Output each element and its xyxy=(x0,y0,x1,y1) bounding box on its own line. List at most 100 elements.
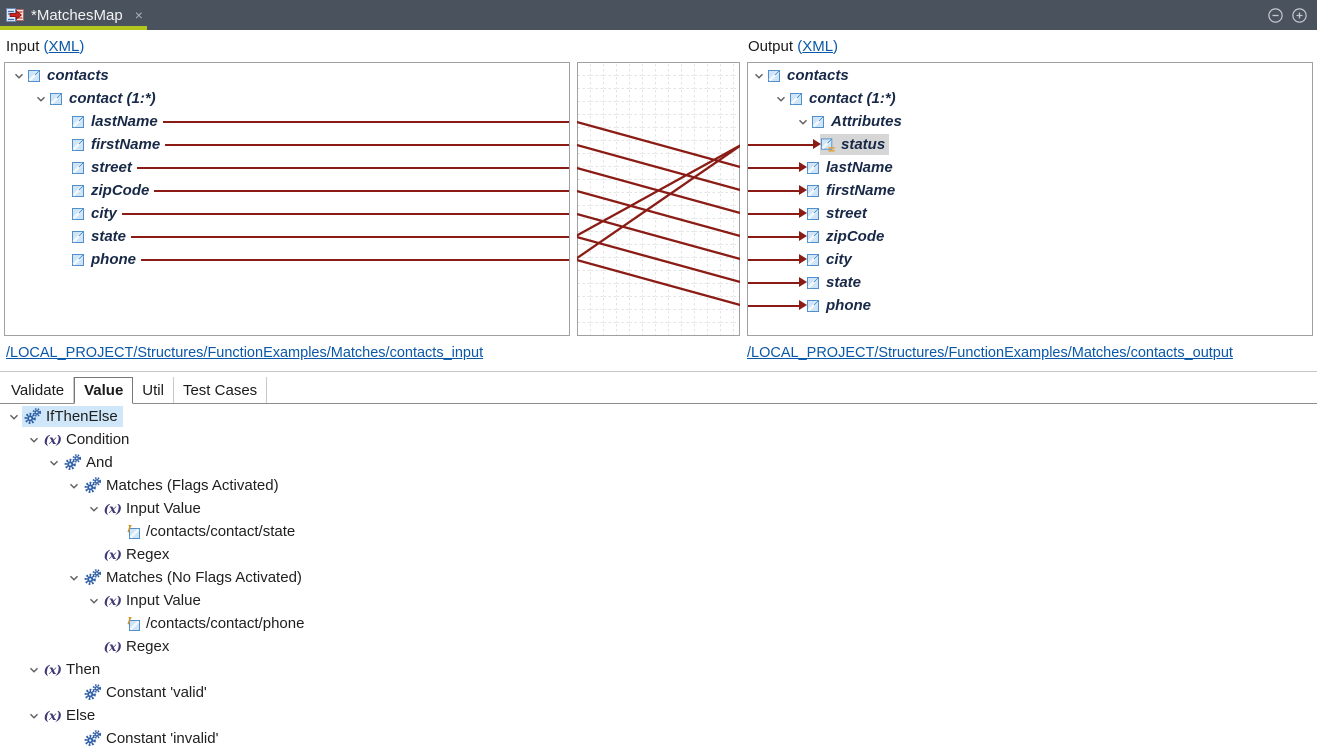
chevron-down-icon[interactable] xyxy=(6,411,22,423)
function-tree-row[interactable]: /contacts/contact/state xyxy=(0,520,1317,543)
tree-row[interactable]: lastName xyxy=(748,156,1312,179)
function-tree-row[interactable]: Matches (Flags Activated) xyxy=(0,474,1317,497)
indent-spacer xyxy=(5,121,71,122)
tree-row[interactable]: street xyxy=(5,156,569,179)
tree-row[interactable]: phone xyxy=(5,248,569,271)
chevron-down-icon[interactable] xyxy=(26,434,42,446)
function-tree-row[interactable]: (x)Then xyxy=(0,658,1317,681)
mapping-arrow[interactable] xyxy=(748,294,807,317)
mapping-line[interactable] xyxy=(136,166,569,169)
mapping-line[interactable] xyxy=(577,144,740,237)
mapping-line[interactable] xyxy=(141,258,569,261)
mapping-line[interactable] xyxy=(577,235,740,284)
input-xml-link[interactable]: (XML) xyxy=(43,38,85,55)
tree-row[interactable]: city xyxy=(748,248,1312,271)
chevron-down-icon[interactable] xyxy=(46,457,62,469)
function-tree-row[interactable]: (x)Condition xyxy=(0,428,1317,451)
tree-row[interactable]: firstName xyxy=(5,133,569,156)
tree-row[interactable]: state xyxy=(5,225,569,248)
tree-row[interactable]: zipCode xyxy=(5,179,569,202)
function-tree-row[interactable]: /contacts/contact/phone xyxy=(0,612,1317,635)
mapping-line[interactable] xyxy=(577,258,740,307)
selected-node[interactable]: status xyxy=(820,134,890,155)
function-tree-row[interactable]: (x)Regex xyxy=(0,635,1317,658)
mapping-arrow[interactable] xyxy=(748,156,807,179)
mapping-line[interactable] xyxy=(162,120,569,123)
tab-validate[interactable]: Validate xyxy=(2,377,75,403)
tab-label: Util xyxy=(142,381,164,399)
mapping-line xyxy=(748,166,800,169)
function-tree-row[interactable]: (x)Input Value xyxy=(0,497,1317,520)
mapping-line[interactable] xyxy=(154,189,569,192)
element-icon xyxy=(789,92,804,106)
element-icon xyxy=(806,184,821,198)
tree-row[interactable]: contacts xyxy=(748,64,1312,87)
mapping-arrow[interactable] xyxy=(748,271,807,294)
chevron-down-icon[interactable] xyxy=(66,572,82,584)
indent-spacer xyxy=(0,577,66,578)
zoom-in-button[interactable] xyxy=(1292,7,1307,23)
chevron-down-icon[interactable] xyxy=(86,595,102,607)
tree-row[interactable]: state xyxy=(748,271,1312,294)
function-tree-row[interactable]: (x)Input Value xyxy=(0,589,1317,612)
function-tree-row[interactable]: And xyxy=(0,451,1317,474)
function-tree-row[interactable]: Matches (No Flags Activated) xyxy=(0,566,1317,589)
tree-row[interactable]: street xyxy=(748,202,1312,225)
chevron-down-icon[interactable] xyxy=(86,503,102,515)
indent-spacer xyxy=(0,554,102,555)
tree-row[interactable]: contact (1:*) xyxy=(748,87,1312,110)
function-tree-row[interactable]: IfThenElse xyxy=(0,405,1317,428)
input-structure-link[interactable]: /LOCAL_PROJECT/Structures/FunctionExampl… xyxy=(6,345,484,361)
mapping-line[interactable] xyxy=(577,189,740,238)
chevron-down-icon[interactable] xyxy=(795,116,811,128)
node-label: Else xyxy=(66,707,96,724)
node-label: zipCode xyxy=(91,182,150,199)
mapping-line[interactable] xyxy=(577,143,740,192)
close-icon[interactable]: × xyxy=(134,7,143,23)
chevron-down-icon[interactable] xyxy=(26,710,42,722)
output-xml-link[interactable]: (XML) xyxy=(797,38,839,55)
tree-row[interactable]: city xyxy=(5,202,569,225)
mapping-line[interactable] xyxy=(577,144,740,260)
mapping-line[interactable] xyxy=(121,212,569,215)
mapping-arrow[interactable] xyxy=(748,179,807,202)
tab-util[interactable]: Util xyxy=(133,377,174,403)
chevron-down-icon[interactable] xyxy=(751,70,767,82)
function-tree-row[interactable]: (x)Regex xyxy=(0,543,1317,566)
tab-value[interactable]: Value xyxy=(74,377,134,404)
tree-row[interactable]: contacts xyxy=(5,64,569,87)
mapping-arrow[interactable] xyxy=(748,225,807,248)
node-label: Matches (Flags Activated) xyxy=(106,477,279,494)
function-tree-row[interactable]: Constant 'valid' xyxy=(0,681,1317,704)
chevron-down-icon[interactable] xyxy=(33,93,49,105)
output-structure-link[interactable]: /LOCAL_PROJECT/Structures/FunctionExampl… xyxy=(747,345,1233,361)
input-xml-link-text[interactable]: XML xyxy=(48,38,80,55)
chevron-down-icon[interactable] xyxy=(11,70,27,82)
tab-test-cases[interactable]: Test Cases xyxy=(174,377,268,403)
tree-row[interactable]: Attributes xyxy=(748,110,1312,133)
output-xml-link-text[interactable]: XML xyxy=(802,38,834,55)
tree-row[interactable]: phone xyxy=(748,294,1312,317)
function-tree-row[interactable]: Constant 'invalid' xyxy=(0,727,1317,750)
mapping-arrow[interactable] xyxy=(748,202,807,225)
chevron-down-icon[interactable] xyxy=(26,664,42,676)
tree-row[interactable]: contact (1:*) xyxy=(5,87,569,110)
zoom-out-button[interactable] xyxy=(1268,7,1283,23)
tree-row[interactable]: lastName xyxy=(5,110,569,133)
function-tree-row[interactable]: (x)Else xyxy=(0,704,1317,727)
mapping-line[interactable] xyxy=(165,143,569,146)
mapping-line[interactable] xyxy=(131,235,569,238)
mapping-canvas[interactable] xyxy=(577,62,740,336)
selected-node[interactable]: IfThenElse xyxy=(22,406,123,427)
chevron-down-icon[interactable] xyxy=(773,93,789,105)
mapping-arrow[interactable] xyxy=(748,133,821,156)
document-tab[interactable]: *MatchesMap × xyxy=(0,0,153,30)
node-label: Input Value xyxy=(126,592,201,609)
arrowhead-icon xyxy=(799,300,807,310)
tree-row[interactable]: zipCode xyxy=(748,225,1312,248)
tree-row[interactable]: status xyxy=(748,133,1312,156)
mapping-arrow[interactable] xyxy=(748,248,807,271)
tree-row[interactable]: firstName xyxy=(748,179,1312,202)
chevron-down-icon[interactable] xyxy=(66,480,82,492)
